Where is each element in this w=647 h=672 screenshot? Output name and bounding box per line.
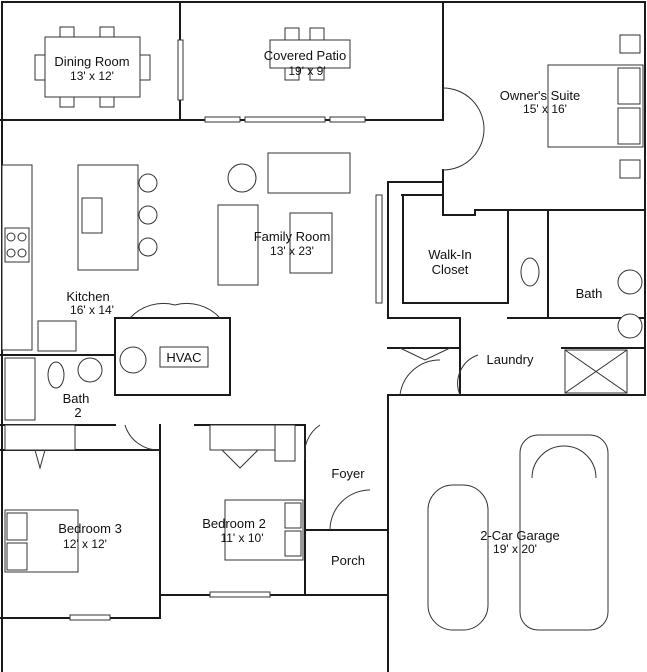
doors	[34, 87, 485, 531]
furniture	[1, 26, 644, 631]
room-labels: Dining Room 13' x 12' Covered Patio 19' …	[54, 48, 602, 568]
bedroom-2-dim: 11' x 10'	[220, 531, 263, 545]
owners-suite-dim: 15' x 16'	[523, 102, 567, 116]
covered-patio-dim: 19' x 9'	[288, 64, 325, 78]
bedroom-3-dim: 12' x 12'	[63, 537, 107, 551]
kitchen-label: Kitchen	[66, 289, 109, 304]
family-room-dim: 13' x 23'	[270, 244, 314, 258]
bath-2-label-1: Bath	[63, 391, 90, 406]
bedroom-2-label: Bedroom 2	[202, 516, 266, 531]
kitchen-dim: 16' x 14'	[70, 303, 114, 317]
garage-dim: 19' x 20'	[493, 542, 537, 556]
dining-room-dim: 13' x 12'	[70, 69, 114, 83]
foyer-label: Foyer	[331, 466, 365, 481]
porch-label: Porch	[331, 553, 365, 568]
laundry-label: Laundry	[487, 352, 534, 367]
hvac-label: HVAC	[166, 350, 201, 365]
bath-2-label-2: 2	[74, 405, 81, 420]
owners-suite-label: Owner's Suite	[500, 88, 581, 103]
family-room-label: Family Room	[254, 229, 331, 244]
walk-in-closet-label-2: Closet	[432, 262, 469, 277]
garage-label: 2-Car Garage	[480, 528, 559, 543]
walk-in-closet-label-1: Walk-In	[428, 247, 472, 262]
covered-patio-label: Covered Patio	[264, 48, 346, 63]
bedroom-3-label: Bedroom 3	[58, 521, 122, 536]
owners-bath-label: Bath	[576, 286, 603, 301]
windows	[69, 34, 641, 621]
dining-room-label: Dining Room	[54, 54, 129, 69]
